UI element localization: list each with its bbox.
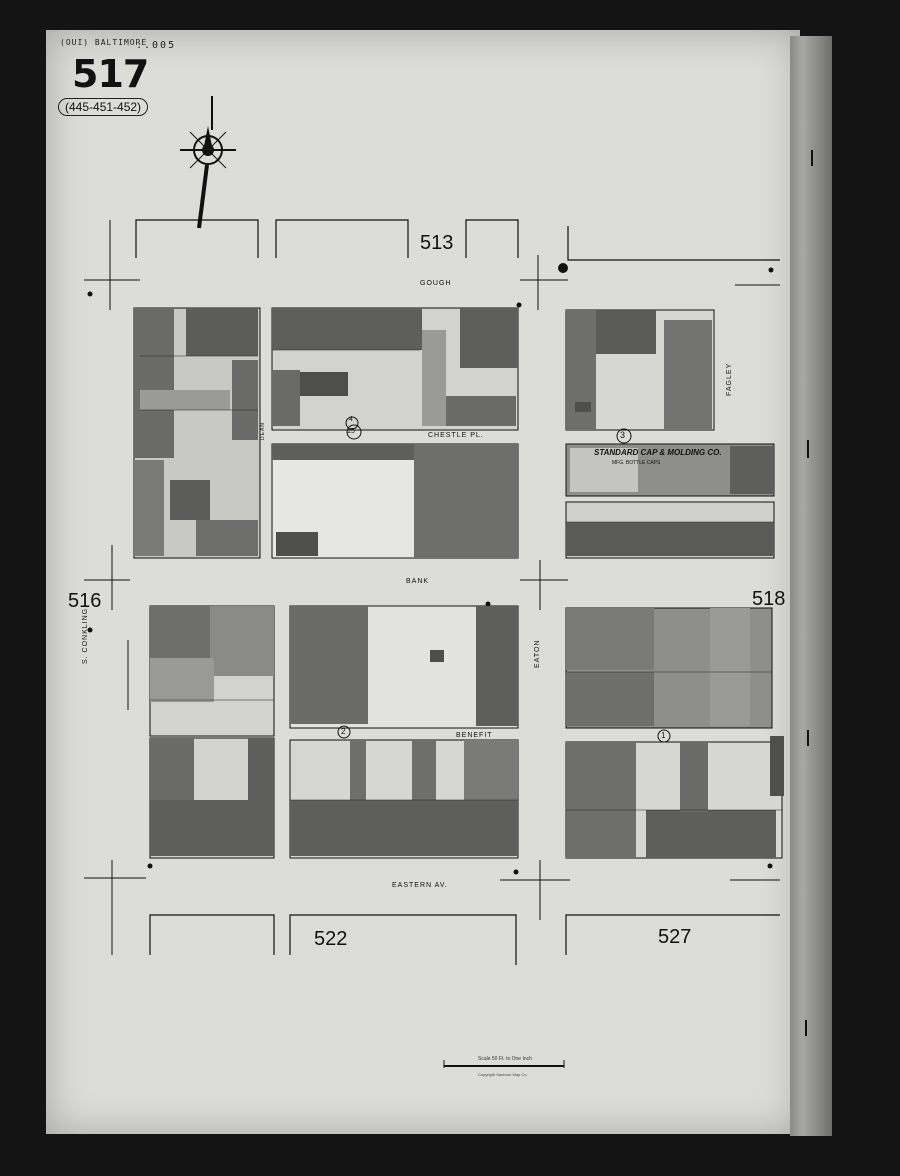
block-number-15: 15 bbox=[347, 428, 355, 435]
hydrant-dot-icon bbox=[87, 263, 774, 875]
sheet-boundaries bbox=[135, 219, 780, 965]
scale-bar bbox=[443, 1060, 565, 1068]
block-south-center-upper bbox=[289, 605, 519, 729]
lot-lines bbox=[140, 349, 782, 811]
volume-note: (OUI) BALTIMORE bbox=[60, 38, 148, 47]
block-southeast-upper bbox=[565, 607, 773, 729]
street-bank: BANK bbox=[406, 578, 430, 585]
street-dean: DEAN bbox=[260, 422, 266, 440]
sheet-id: ..005 bbox=[136, 40, 177, 51]
street-eaton: EATON bbox=[534, 639, 541, 668]
street-gough: GOUGH bbox=[420, 280, 452, 287]
adjacent-sheet-north: 513 bbox=[420, 232, 454, 254]
compass-rose-icon bbox=[180, 96, 236, 229]
standard-cap-sub-label: MFG. BOTTLE CAPS bbox=[612, 460, 661, 466]
sheet-edge-strip bbox=[790, 36, 832, 1136]
copyright-label: Copyright Sanborn Map Co. bbox=[478, 1072, 528, 1077]
block-northeast bbox=[565, 309, 715, 431]
block-number-4: 4 bbox=[349, 416, 353, 423]
block-chestle-south bbox=[271, 443, 519, 559]
street-fagley: FAGLEY bbox=[726, 362, 733, 396]
block-number-1: 1 bbox=[661, 731, 666, 740]
block-north-center bbox=[271, 307, 519, 431]
adjacent-sheet-south-left: 522 bbox=[314, 928, 348, 950]
scale-label: Scale 50 Ft. to One Inch bbox=[478, 1056, 532, 1062]
map-sheet bbox=[46, 30, 800, 1134]
block-south-center-lower bbox=[289, 739, 519, 859]
street-lines bbox=[84, 220, 780, 955]
standard-cap-label: STANDARD CAP & MOLDING CO. bbox=[594, 448, 722, 457]
block-number-circles bbox=[337, 416, 671, 743]
block-northwest bbox=[133, 307, 261, 559]
block-southwest-upper bbox=[149, 605, 275, 737]
street-chestle: CHESTLE PL. bbox=[428, 432, 484, 439]
block-southwest-lower bbox=[149, 737, 275, 859]
street-eastern: EASTERN AV. bbox=[392, 882, 448, 889]
edge-ticks bbox=[805, 150, 813, 1036]
block-number-2: 2 bbox=[341, 727, 346, 736]
adjacent-sheet-east: 518 bbox=[752, 588, 786, 610]
sheet-number: 517 bbox=[72, 52, 149, 96]
adjacent-sheet-south-right: 527 bbox=[658, 926, 692, 948]
street-conkling: S. CONKLING bbox=[82, 607, 89, 664]
street-benefit: BENEFIT bbox=[456, 732, 493, 739]
adjoining-sheets: (445-451-452) bbox=[58, 98, 149, 116]
adjacent-sheet-west: 516 bbox=[68, 590, 102, 612]
block-number-3: 3 bbox=[620, 430, 626, 440]
block-standard-cap bbox=[565, 443, 775, 559]
block-southeast-lower bbox=[565, 736, 784, 859]
